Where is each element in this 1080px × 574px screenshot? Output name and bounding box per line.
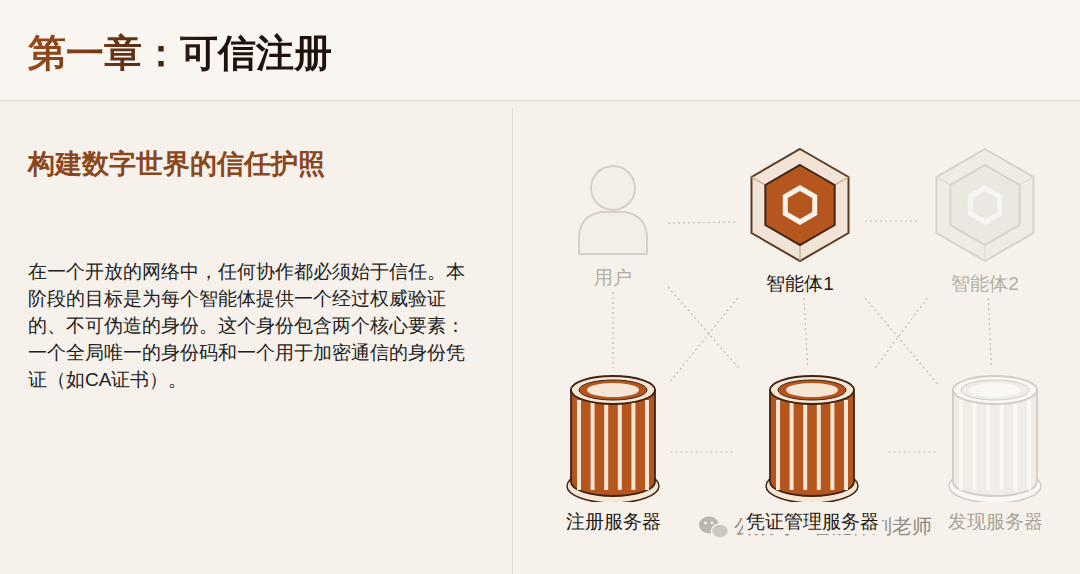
cylinder-node: 发现服务器 — [940, 370, 1051, 534]
node-label: 凭证管理服务器 — [743, 510, 882, 534]
cylinder-node: 凭证管理服务器 — [738, 370, 887, 534]
dotted-connector — [612, 292, 613, 368]
person-icon — [565, 158, 661, 258]
cube-icon — [742, 146, 858, 264]
node-label: 智能体2 — [948, 272, 1022, 296]
header-rule — [0, 100, 1080, 101]
node-label: 发现服务器 — [945, 510, 1046, 534]
dotted-connector — [668, 287, 739, 368]
dotted-connector — [988, 298, 991, 368]
body-paragraph: 在一个开放的网络中，任何协作都必须始于信任。本阶段的目标是为每个智能体提供一个经… — [28, 258, 476, 393]
cylinder-node: 注册服务器 — [558, 370, 669, 534]
panel-divider — [512, 108, 513, 574]
dotted-connector — [875, 298, 927, 368]
person-node: 用户 — [560, 158, 666, 290]
cylinder-icon — [947, 370, 1043, 502]
node-label: 用户 — [591, 266, 635, 290]
dotted-connector — [671, 298, 738, 381]
header-band — [0, 0, 1080, 100]
node-label: 注册服务器 — [563, 510, 664, 534]
dotted-connector — [668, 222, 735, 223]
dotted-connector — [865, 220, 920, 221]
cube-node: 智能体2 — [922, 146, 1048, 296]
cylinder-icon — [565, 370, 661, 502]
dotted-connector — [804, 298, 808, 368]
section-subtitle: 构建数字世界的信任护照 — [28, 146, 325, 182]
cube-icon — [927, 146, 1043, 264]
cube-node: 智能体1 — [737, 146, 863, 296]
slide-title: 第一章：可信注册 — [28, 28, 332, 79]
node-label: 智能体1 — [763, 272, 837, 296]
wechat-icon — [699, 517, 729, 539]
dotted-connector — [889, 451, 938, 452]
dotted-connector — [865, 298, 938, 384]
dotted-connector — [671, 451, 736, 452]
cylinder-icon — [764, 370, 860, 502]
